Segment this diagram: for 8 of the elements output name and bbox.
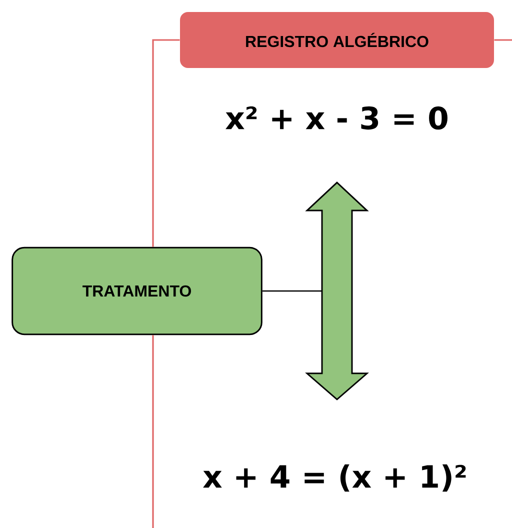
equation: x² + x - 3 = 0 (226, 106, 448, 130)
process-box: TRATAMENTO (12, 246, 262, 336)
branch-line (494, 39, 512, 41)
heading-box: REGISTRO ALGÉBRICO (180, 12, 494, 68)
branch-line (152, 39, 181, 528)
equation: x + 4 = (x + 1)² (203, 464, 466, 492)
double-arrow (305, 182, 369, 400)
connector-line (262, 290, 322, 292)
